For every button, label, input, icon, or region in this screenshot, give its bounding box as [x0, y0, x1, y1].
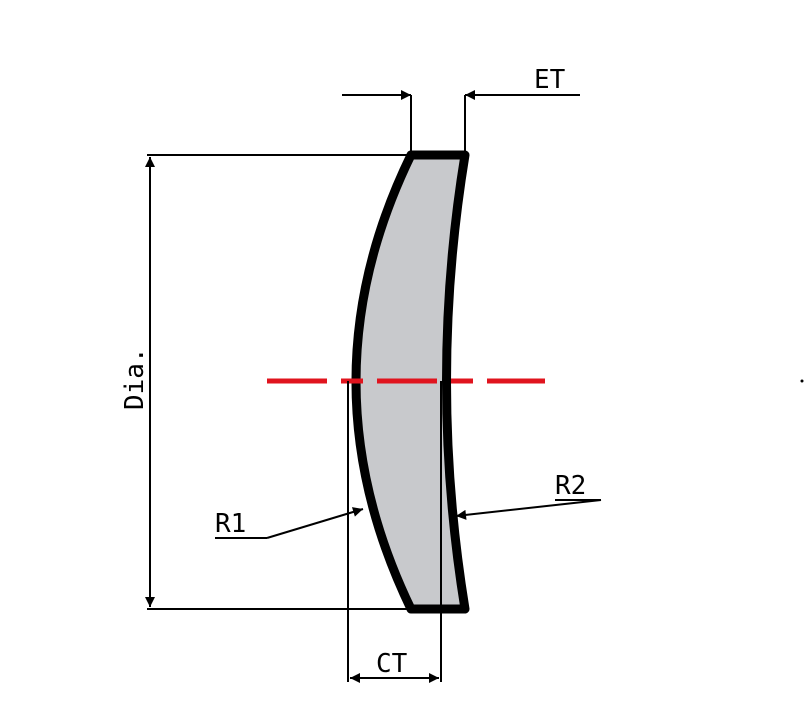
r1-label: R1 [215, 509, 246, 539]
et-label: ET [534, 65, 566, 95]
ct-label: CT [376, 649, 408, 679]
et-dimension: ET [342, 65, 580, 155]
dia-dimension: Dia. [120, 154, 411, 610]
dia-label: Dia. [120, 347, 150, 410]
r2-label: R2 [555, 471, 586, 501]
stray-dot [800, 379, 804, 383]
r1-leader: R1 [215, 507, 364, 539]
r2-leader: R2 [455, 471, 602, 520]
ct-dimension: CT [347, 381, 442, 683]
r2-arrow [455, 499, 602, 520]
